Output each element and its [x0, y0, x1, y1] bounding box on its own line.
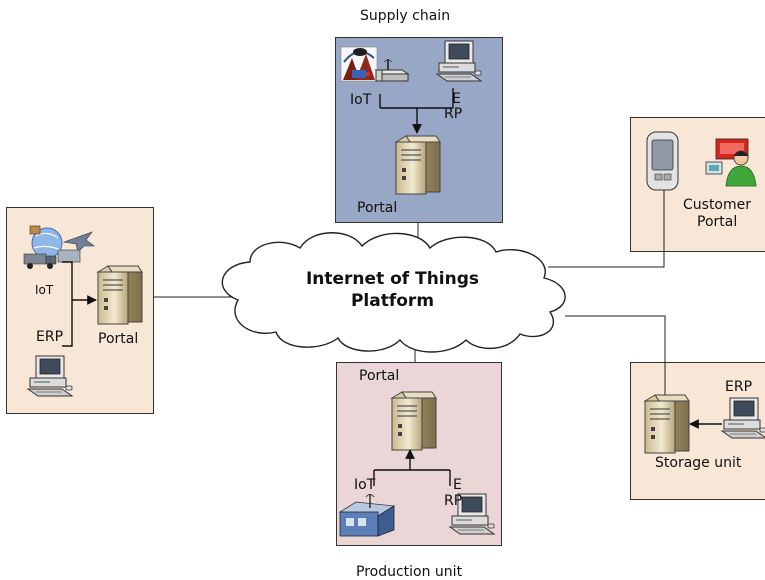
storage-unit-label: Storage unit [655, 455, 742, 471]
left-unit-iot-label: IoT [35, 283, 54, 297]
production-portal-server-icon [391, 391, 437, 451]
supply-chain-portal-label: Portal [357, 200, 398, 216]
production-unit-title: Production unit [356, 564, 463, 580]
supply-chain-title: Supply chain [360, 8, 451, 24]
supply-chain-erp-label-b: RP [444, 106, 463, 122]
production-links [373, 449, 451, 486]
supply-chain-router-icon [375, 58, 409, 82]
iot-platform-cloud [221, 232, 566, 353]
factory-iot-icon [338, 494, 396, 537]
storage-erp-computer-icon [721, 397, 765, 439]
supply-chain-iot-icon [340, 46, 378, 82]
platform-title: Internet of Things Platform [230, 268, 555, 312]
left-unit-portal-label: Portal [98, 331, 139, 347]
platform-title-line1: Internet of Things [305, 269, 480, 289]
platform-title-line2: Platform [350, 291, 435, 311]
supply-chain-portal-server-icon [395, 135, 441, 195]
production-erp-label-b: RP [444, 493, 463, 509]
storage-erp-label: ERP [725, 379, 753, 395]
customer-portal-label-line2: Portal [697, 214, 738, 230]
left-unit-links [62, 261, 97, 347]
left-unit-erp-computer-icon [27, 355, 73, 397]
production-portal-label: Portal [359, 368, 400, 384]
supply-chain-erp-label-a: E [452, 91, 461, 107]
customer-pda-icon [646, 131, 679, 191]
supply-chain-links [379, 88, 454, 134]
customer-user-icon [705, 138, 757, 187]
supply-chain-erp-computer-icon [436, 40, 482, 82]
production-iot-label: IoT [354, 477, 376, 493]
production-erp-label-a: E [453, 477, 462, 493]
supply-chain-iot-label: IoT [350, 92, 372, 108]
storage-server-icon [644, 394, 690, 454]
customer-portal-label-line1: Customer [683, 197, 752, 213]
left-unit-portal-server-icon [97, 265, 143, 325]
logistics-iot-icon [23, 225, 95, 269]
left-unit-erp-label: ERP [36, 329, 64, 345]
